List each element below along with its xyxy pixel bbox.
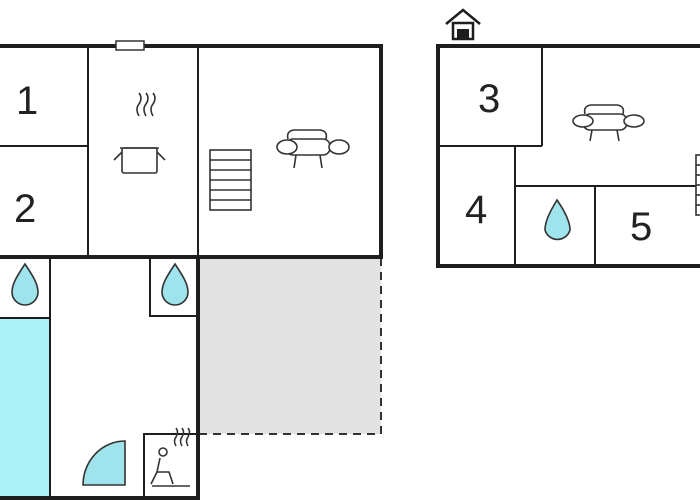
pool-area [0,318,50,500]
window-icon [115,40,145,51]
room-3-label: 3 [478,77,500,121]
terrace-dashed-border [200,258,382,435]
room-5-label: 5 [630,205,652,249]
shower-quarter-icon [82,440,126,486]
staircase-icon [209,149,252,211]
house-entrance-icon [445,8,481,41]
cooking-pot-icon [113,92,166,174]
room-2-label: 2 [14,187,36,231]
staircase-icon [695,154,700,216]
annex-building [436,44,700,268]
sofa-icon [572,104,645,142]
sofa-icon [276,129,350,169]
room-4-label: 4 [465,188,487,232]
water-drop-icon [544,198,571,241]
water-drop-icon [11,262,39,306]
terrace-area [200,258,381,434]
water-drop-icon [161,262,189,306]
bathroom-wing [0,257,200,500]
room-1-label: 1 [16,79,38,123]
main-building [0,44,383,259]
sauna-icon [150,427,191,487]
